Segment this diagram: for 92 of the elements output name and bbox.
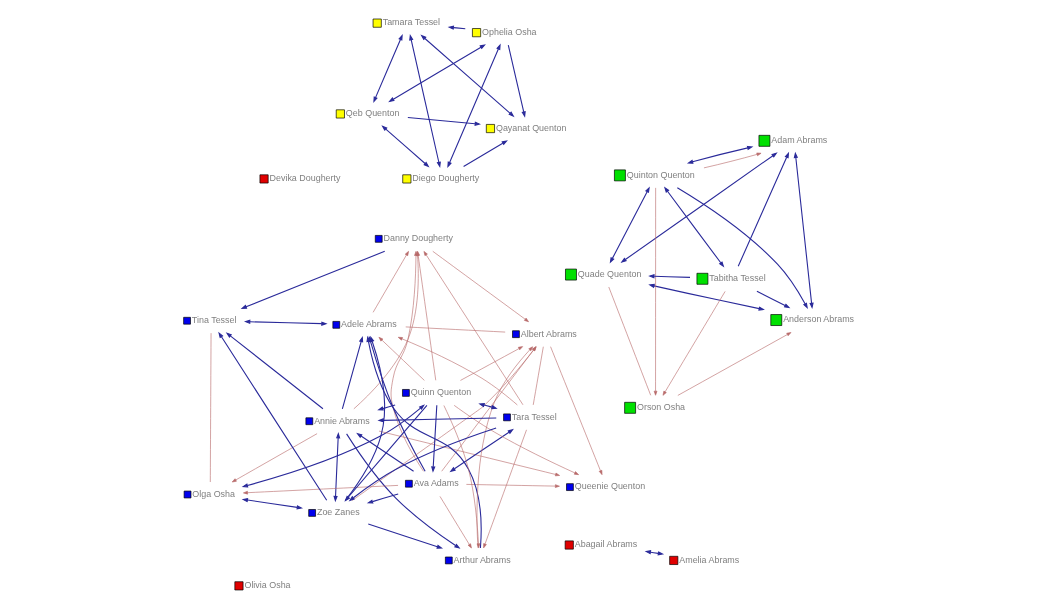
arrow <box>676 187 808 310</box>
arrow <box>439 496 472 549</box>
arrow <box>217 331 327 501</box>
node-label: Tina Tessel <box>191 315 237 326</box>
node-label: Quinton Quenton <box>626 169 695 180</box>
node-label: Devika Dougherty <box>269 173 340 184</box>
arrow <box>419 34 515 118</box>
arrow <box>380 125 430 168</box>
arrow <box>372 251 409 313</box>
arrow <box>448 428 514 473</box>
arrow <box>341 335 363 410</box>
arrow <box>677 332 791 396</box>
arrow <box>231 433 317 483</box>
arrow <box>423 251 523 406</box>
node-label: Ophelia Osha <box>481 26 537 37</box>
arrow <box>653 187 657 396</box>
arrow <box>453 405 579 475</box>
node-label: Adam Abrams <box>770 135 827 146</box>
arrow <box>343 404 427 502</box>
arrow <box>662 291 725 396</box>
node-label: Qeb Quenton <box>345 108 399 119</box>
arrow <box>366 493 399 504</box>
connector <box>607 286 651 396</box>
arrow <box>703 152 761 169</box>
node-label: Annie Abrams <box>313 415 370 426</box>
node-label: Adele Abrams <box>340 319 397 330</box>
arrow <box>430 404 437 473</box>
arrow <box>482 429 527 549</box>
arrow <box>376 417 497 423</box>
node-label: Quade Quenton <box>577 268 641 279</box>
arrow <box>345 433 461 549</box>
node-label: Tabitha Tessel <box>708 273 766 284</box>
node-label: Anderson Abrams <box>782 314 854 325</box>
arrow <box>644 550 664 556</box>
arrow <box>477 403 498 410</box>
arrow <box>663 186 724 268</box>
arrow <box>647 283 765 311</box>
node-label: Quinn Quenton <box>410 387 471 398</box>
arrow <box>348 427 497 502</box>
arrow <box>240 250 385 309</box>
arrow <box>397 336 518 406</box>
arrow <box>408 34 441 169</box>
node-label: Danny Dougherty <box>383 233 453 244</box>
arrow <box>459 346 523 381</box>
arrow <box>440 346 536 472</box>
node-label: Arthur Abrams <box>453 554 511 565</box>
node-label: Qayanat Quenton <box>495 122 566 133</box>
node-label: Abagail Abrams <box>574 539 637 550</box>
node-label: Zoe Zanes <box>316 507 360 518</box>
connector <box>532 346 544 406</box>
arrow <box>737 151 789 267</box>
node-label: Tara Tessel <box>511 411 557 422</box>
arrow <box>609 186 650 264</box>
connector <box>404 326 505 333</box>
node-label: Diego Dougherty <box>411 173 479 184</box>
connector <box>209 332 211 483</box>
node-label: Tamara Tessel <box>382 17 440 28</box>
arrow <box>620 152 778 263</box>
arrow <box>507 44 526 118</box>
arrow <box>378 336 425 381</box>
arrow <box>243 319 328 326</box>
arrow <box>242 485 398 495</box>
arrow <box>225 332 323 410</box>
node-label: Queenie Quenton <box>574 481 645 492</box>
arrow <box>367 523 443 549</box>
arrow <box>355 432 414 472</box>
arrow <box>372 34 403 103</box>
arrow <box>332 432 340 503</box>
arrow <box>351 346 536 501</box>
node-label: Olivia Osha <box>243 580 291 591</box>
arrow <box>465 484 560 488</box>
node-label: Orson Osha <box>636 402 685 413</box>
node-label: Ava Adams <box>413 478 459 489</box>
arrow <box>549 346 602 475</box>
node-label: Amelia Abrams <box>678 554 739 565</box>
arrow <box>462 140 508 167</box>
arrow <box>447 25 466 30</box>
arrow <box>378 430 560 477</box>
arrow <box>376 404 396 411</box>
arrow <box>406 117 481 126</box>
node-label: Albert Abrams <box>520 328 577 339</box>
node-label: Olga Osha <box>191 488 235 499</box>
arrow <box>476 346 533 549</box>
arrow <box>432 251 529 322</box>
arrow <box>755 290 790 309</box>
arrow <box>443 405 480 549</box>
arrow <box>387 44 486 103</box>
arrow <box>647 274 691 279</box>
arrow <box>686 145 753 164</box>
arrow <box>241 497 303 510</box>
arrow <box>793 151 814 310</box>
arrow <box>446 43 501 168</box>
